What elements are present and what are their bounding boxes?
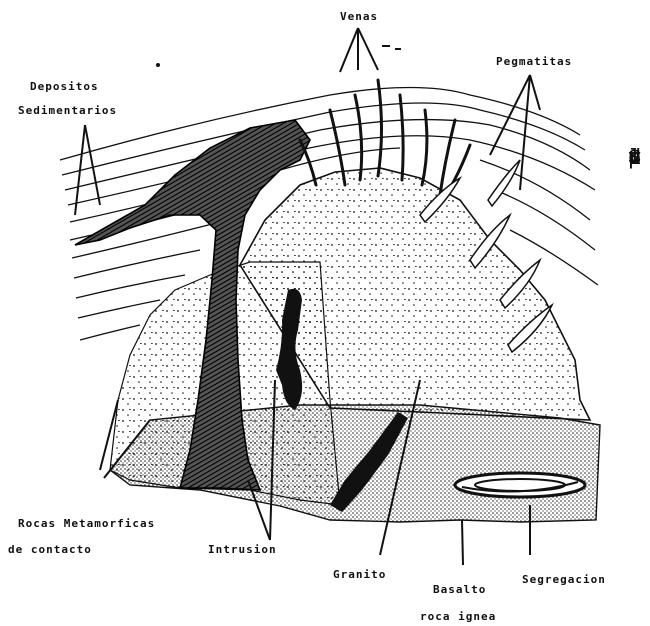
label-roca-ignea: roca ignea xyxy=(420,610,496,623)
label-depositos-line1: Depositos xyxy=(30,80,99,93)
label-segregacion: Segregacion xyxy=(522,573,606,586)
label-basalto: Basalto xyxy=(433,583,486,596)
label-intrusion: Intrusion xyxy=(208,543,277,556)
label-venas: Venas xyxy=(340,10,378,23)
label-pegmatitas: Pegmatitas xyxy=(496,55,572,68)
label-depositos-line2: Sedimentarios xyxy=(18,104,117,117)
label-granito: Granito xyxy=(333,568,386,581)
side-text-line: p xyxy=(628,146,641,172)
label-rocas-line1: Rocas Metamorficas xyxy=(18,517,155,530)
specks xyxy=(156,45,401,67)
basalt-base xyxy=(110,405,600,522)
segregation-lens xyxy=(455,473,585,497)
label-rocas-line2: de contacto xyxy=(8,543,92,556)
